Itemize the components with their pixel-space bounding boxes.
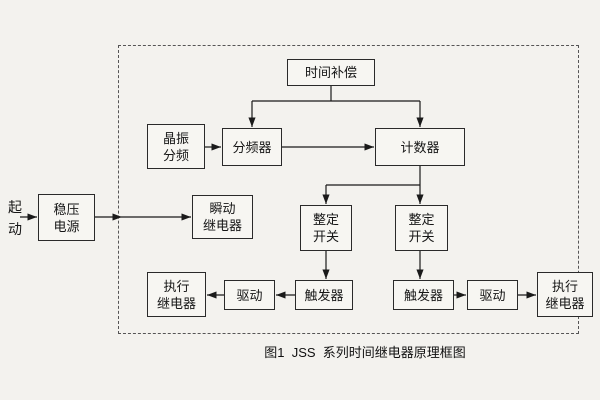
node-crystal-divider: 晶振 分频 <box>147 124 205 169</box>
node-regulated-power: 稳压 电源 <box>38 194 95 241</box>
node-exec-relay-1: 执行 继电器 <box>147 272 206 317</box>
figure-caption: 图1 JSS 系列时间继电器原理框图 <box>264 345 466 360</box>
node-setting-switch-2: 整定 开关 <box>395 205 448 251</box>
start-label: 起 动 <box>8 199 22 237</box>
node-drive-1: 驱动 <box>224 280 275 310</box>
node-instant-relay: 瞬动 继电器 <box>192 195 253 239</box>
node-counter: 计数器 <box>375 128 465 166</box>
node-setting-switch-1: 整定 开关 <box>300 205 352 251</box>
node-trigger-2: 触发器 <box>393 280 454 310</box>
dashed-boundary <box>118 45 579 334</box>
node-exec-relay-2: 执行 继电器 <box>537 272 593 317</box>
node-drive-2: 驱动 <box>467 280 518 310</box>
node-frequency-divider: 分频器 <box>222 128 282 166</box>
node-time-compensation: 时间补偿 <box>287 59 375 86</box>
node-trigger-1: 触发器 <box>295 280 353 310</box>
